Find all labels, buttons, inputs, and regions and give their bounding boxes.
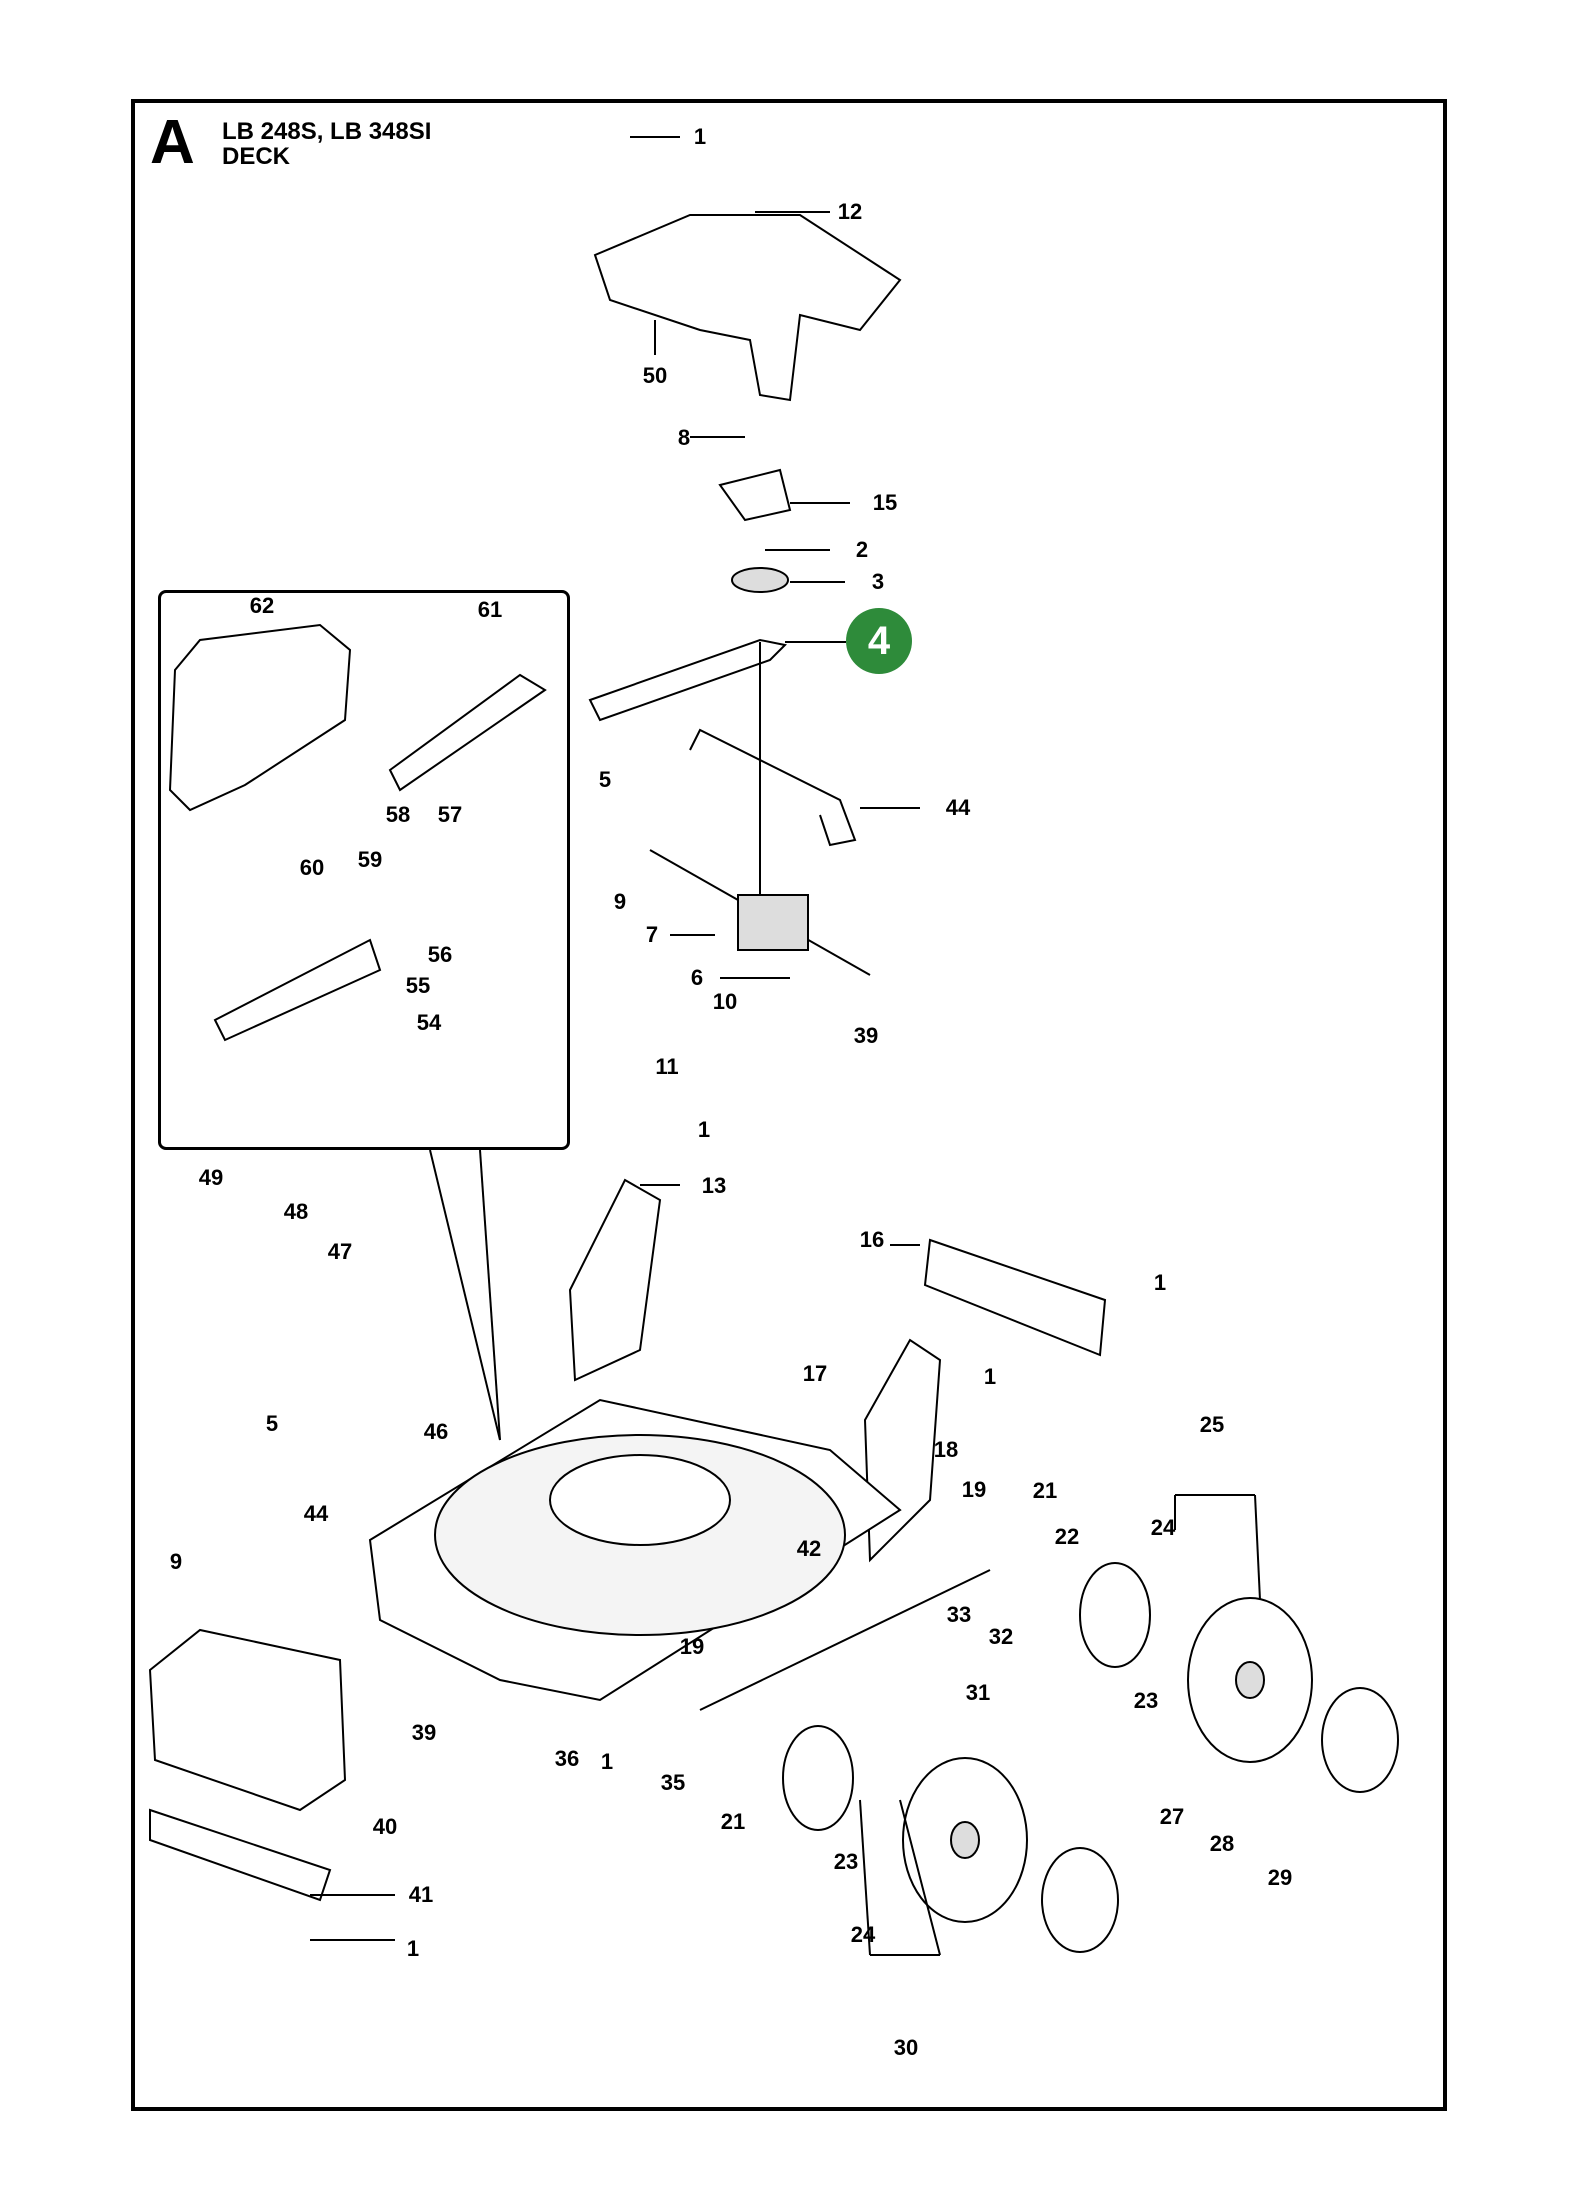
deck-opening-part <box>549 1454 731 1546</box>
part-label: 24 <box>1150 1515 1176 1540</box>
part-label: 30 <box>893 2035 919 2060</box>
part-label: 58 <box>385 802 411 827</box>
part-label: 19 <box>961 1477 987 1502</box>
part-label: 46 <box>423 1419 449 1444</box>
part-label: 62 <box>249 593 275 618</box>
part-label: 28 <box>1209 1831 1235 1856</box>
gearbox-part <box>737 894 809 951</box>
part-label: 49 <box>198 1165 224 1190</box>
part-label: 1 <box>1153 1270 1167 1295</box>
part-label: 12 <box>837 199 863 224</box>
part-label: 50 <box>642 363 668 388</box>
hubcap-front-part <box>1041 1847 1119 1953</box>
bracket-part <box>718 468 792 522</box>
part-label: 29 <box>1267 1865 1293 1890</box>
belt-part <box>588 638 788 722</box>
handle-bracket-left-part <box>568 1178 662 1382</box>
part-label: 7 <box>645 922 659 947</box>
part-label: 44 <box>303 1501 329 1526</box>
part-label: 47 <box>327 1239 353 1264</box>
part-label: 18 <box>933 1437 959 1462</box>
part-label: 17 <box>802 1361 828 1386</box>
wheel-cover-rear-part <box>1079 1562 1151 1668</box>
part-label: 33 <box>946 1602 972 1627</box>
part-label: 56 <box>427 942 453 967</box>
part-label: 3 <box>871 569 885 594</box>
part-label: 44 <box>945 795 971 820</box>
part-label: 21 <box>720 1809 746 1834</box>
part-label: 32 <box>988 1624 1014 1649</box>
rear-axle-part <box>923 1238 1107 1357</box>
part-label: 9 <box>169 1549 183 1574</box>
part-label: 1 <box>406 1936 420 1961</box>
part-label: 61 <box>477 597 503 622</box>
section-letter: A <box>150 108 195 177</box>
part-label: 6 <box>690 965 704 990</box>
part-label: 5 <box>265 1411 279 1436</box>
diagram-frame <box>131 99 1447 2111</box>
hubcap-rear-part <box>1321 1687 1399 1793</box>
lever-part <box>689 728 857 847</box>
detail-inset-box <box>158 590 570 1150</box>
part-label: 23 <box>833 1849 859 1874</box>
part-label: 27 <box>1159 1804 1185 1829</box>
wheel-cover-front-part <box>782 1725 854 1831</box>
part-label: 41 <box>408 1882 434 1907</box>
part-label: 9 <box>613 889 627 914</box>
handle-bracket-right-part <box>863 1338 942 1563</box>
group-title: DECK <box>222 143 291 170</box>
part-label: 11 <box>655 1054 679 1079</box>
part-label: 42 <box>796 1536 822 1561</box>
part-label: 54 <box>416 1010 442 1035</box>
part-label: 23 <box>1133 1688 1159 1713</box>
part-label: 31 <box>965 1680 991 1705</box>
part-label: 13 <box>701 1173 727 1198</box>
rod-part <box>699 1569 991 1711</box>
part-label: 1 <box>693 124 707 149</box>
callout-badge: 4 <box>846 608 912 674</box>
part-label: 39 <box>411 1720 437 1745</box>
model-title: LB 248S, LB 348SI <box>222 118 432 145</box>
part-label: 16 <box>859 1227 885 1252</box>
part-label: 10 <box>712 989 738 1014</box>
part-label: 15 <box>872 490 898 515</box>
part-label: 55 <box>405 973 431 998</box>
deflector-part <box>213 938 382 1042</box>
part-label: 48 <box>283 1199 309 1224</box>
part-label: 1 <box>983 1364 997 1389</box>
flap-part <box>388 673 547 792</box>
front-cover-part <box>148 1628 347 1812</box>
part-label: 22 <box>1054 1524 1080 1549</box>
part-label: 40 <box>372 1814 398 1839</box>
part-label: 36 <box>554 1746 580 1771</box>
part-label: 1 <box>600 1749 614 1774</box>
front-plate-part <box>149 1808 332 1902</box>
part-label: 8 <box>677 425 691 450</box>
part-label: 59 <box>357 847 383 872</box>
part-label: 5 <box>598 767 612 792</box>
part-label: 21 <box>1032 1478 1058 1503</box>
rear-cover-part <box>168 623 352 812</box>
part-label: 35 <box>660 1770 686 1795</box>
top-cover-part <box>593 214 902 402</box>
part-label: 57 <box>437 802 463 827</box>
part-label: 25 <box>1199 1412 1225 1437</box>
part-label: 60 <box>299 855 325 880</box>
part-label: 1 <box>697 1117 711 1142</box>
part-label: 19 <box>679 1634 705 1659</box>
part-label: 39 <box>853 1023 879 1048</box>
part-label: 24 <box>850 1922 876 1947</box>
pulley-part <box>731 567 789 593</box>
part-label: 2 <box>855 537 869 562</box>
